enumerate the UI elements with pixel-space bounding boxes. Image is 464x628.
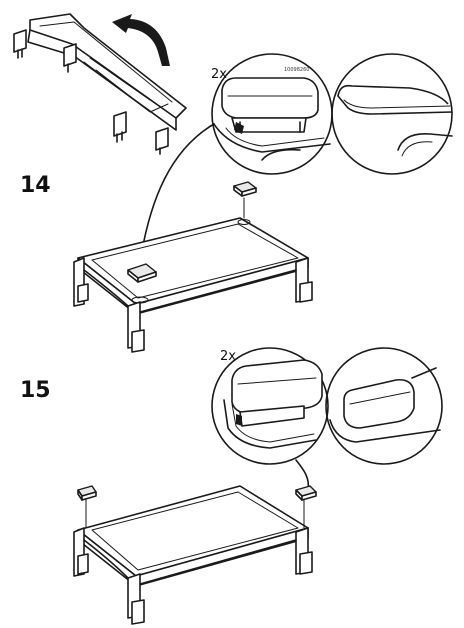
rotate-arrow-icon — [112, 14, 170, 66]
flipped-stand-illustration — [13, 13, 187, 155]
step-15-quantity: 2x — [220, 349, 236, 364]
step-14-detail-right — [331, 53, 453, 175]
step-15-detail-right — [325, 347, 443, 465]
step-14-cap-part — [127, 263, 157, 283]
step-14-quantity: 2x — [211, 67, 227, 82]
step-15-number: 15 — [20, 378, 51, 403]
step-15-pointer — [295, 459, 310, 491]
step-15-detail-left — [211, 347, 329, 465]
step-15-cap-part-2 — [295, 485, 317, 501]
step-15-stand-illustration — [73, 485, 313, 625]
step-14-number: 14 — [20, 173, 51, 198]
step-14-part-number: 10098260 — [284, 67, 310, 73]
step-14-cap-part-2 — [233, 181, 257, 219]
step-14-detail-left — [211, 53, 333, 175]
step-14-stand-illustration — [73, 217, 313, 353]
step-15-cap-part — [77, 485, 97, 501]
